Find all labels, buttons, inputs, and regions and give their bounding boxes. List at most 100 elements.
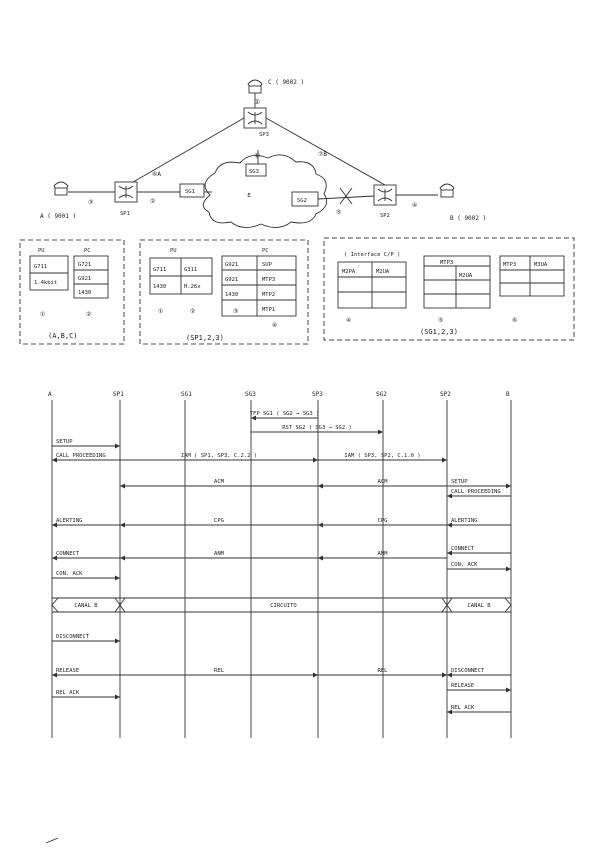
message-arrow: SETUP <box>52 439 120 449</box>
message-label: CPG <box>378 518 388 524</box>
lifeline-header-sg1: SG1 <box>181 391 192 398</box>
message-label: CON. ACK <box>56 571 83 577</box>
switch-sp1-icon <box>114 181 138 203</box>
node-label-b: B ( 9002 ) <box>450 215 486 222</box>
svg-text:④: ④ <box>346 317 351 324</box>
message-arrow: ACM <box>120 479 318 489</box>
svg-text:MTP3: MTP3 <box>262 277 275 283</box>
svg-text:G721: G721 <box>78 262 91 268</box>
message-label: ACM <box>214 479 225 485</box>
svg-text:G711: G711 <box>153 267 166 273</box>
svg-text:1430: 1430 <box>78 290 91 296</box>
message-arrow: RELEASE <box>52 668 120 678</box>
message-arrow: TFP SG1 ( SG2 → SG3 ) <box>250 411 320 421</box>
lifeline-header-sp2: SP2 <box>440 391 451 398</box>
message-label: DISCONNECT <box>56 634 90 640</box>
switch-sp3-icon <box>243 107 267 129</box>
message-label: SETUP <box>56 439 73 445</box>
switch-sp2-icon <box>373 184 397 206</box>
svg-text:ε: ε <box>247 191 251 199</box>
svg-text:MTP3: MTP3 <box>503 262 516 268</box>
svg-text:④: ④ <box>272 322 277 329</box>
message-label: REL <box>378 668 389 674</box>
message-label: TFP SG1 ( SG2 → SG3 ) <box>250 411 320 417</box>
lifeline-header-sp1: SP1 <box>113 391 124 398</box>
message-arrow: DISCONNECT <box>447 668 511 678</box>
message-arrow: CALL PROCEEDING <box>52 453 120 463</box>
message-label: RST SG2 ( SG3 → SG2 ) <box>282 425 352 431</box>
group-label-gateways: (SG1,2,3) <box>420 328 458 336</box>
message-arrow: SETUP <box>447 479 511 489</box>
network-diagram: C ( 9002 ) ① SP3 ⑥A ⑦B ⑧ ε SG3 SG1 SG2 <box>40 79 486 228</box>
message-arrow: RST SG2 ( SG3 → SG2 ) <box>251 425 383 435</box>
svg-text:PU: PU <box>170 248 177 254</box>
group-label-switches: (SP1,2,3) <box>186 334 224 342</box>
node-label-sg1: SG1 <box>185 189 195 195</box>
message-label: CALL PROCEEDING <box>451 489 501 495</box>
link-label-1: ① <box>254 98 260 106</box>
phone-a-icon <box>53 181 69 196</box>
phone-c-icon <box>247 79 263 94</box>
svg-text:MTP2: MTP2 <box>262 292 275 298</box>
svg-text:⑤: ⑤ <box>438 317 443 324</box>
svg-text:M2UA: M2UA <box>459 273 473 279</box>
message-arrow: CPG <box>120 518 318 528</box>
link-label-5: ⑤ <box>336 209 341 216</box>
message-arrow: CON. ACK <box>447 562 511 572</box>
message-label: SETUP <box>451 479 468 485</box>
message-arrow: CALL PROCEEDING <box>447 489 511 499</box>
link-label-6a: ⑥A <box>152 171 161 178</box>
message-label: RELEASE <box>56 668 79 674</box>
link-label-4: ④ <box>412 202 417 209</box>
svg-text:G711: G711 <box>34 264 47 270</box>
link-label-sp1-sg1: ② <box>150 198 155 205</box>
message-label: DISCONNECT <box>451 668 485 674</box>
message-arrow: REL ACK <box>447 705 511 715</box>
message-label: CON. ACK <box>451 562 478 568</box>
message-label: REL ACK <box>56 690 80 696</box>
link-label-a-sp1: ③ <box>88 199 93 206</box>
message-arrow: ANM <box>120 551 318 561</box>
svg-text:M3UA: M3UA <box>534 262 548 268</box>
lifeline-header-sg3: SG3 <box>245 391 256 398</box>
message-arrow: RELEASE <box>447 683 511 693</box>
group-terminals: PU PC G711 1.4kbit G721 G921 1430 ① ② (A… <box>19 239 125 345</box>
network-cloud <box>202 154 328 228</box>
message-arrow: IAM ( SP1, SP3, C.2.2 ) <box>120 453 318 463</box>
message-arrow: ALERTING <box>52 518 120 528</box>
sequence-diagram: A SP1 SG1 SG3 SP3 SG2 SP2 B TFP SG1 ( SG… <box>48 391 512 738</box>
svg-text:G921: G921 <box>225 262 238 268</box>
message-label: ANM <box>378 551 389 557</box>
link-label-8: ⑧ <box>254 152 260 160</box>
node-label-sp2: SP2 <box>380 213 390 219</box>
message-label: CONNECT <box>451 546 475 552</box>
group-label-terminals: (A,B,C) <box>48 332 78 340</box>
message-label: CONNECT <box>56 551 80 557</box>
message-arrow: IAM ( SP3, SP2, C.1.0 ) <box>318 453 447 463</box>
message-arrow: ACM <box>318 479 447 489</box>
svg-text:PC: PC <box>84 248 91 254</box>
svg-text:H.26x: H.26x <box>184 284 201 290</box>
phone-b-icon <box>439 183 455 198</box>
message-arrow: CPG <box>318 518 447 528</box>
svg-text:①: ① <box>40 311 45 318</box>
node-label-sp1: SP1 <box>120 211 130 217</box>
message-arrow: REL <box>120 668 318 678</box>
node-sg1-box <box>179 183 205 198</box>
node-sg3-box <box>245 163 267 177</box>
circuit-label: CANAL B <box>467 603 491 609</box>
message-label: REL ACK <box>451 705 475 711</box>
message-label: IAM ( SP1, SP3, C.2.2 ) <box>181 453 257 459</box>
message-label: ANM <box>214 551 225 557</box>
svg-text:1430: 1430 <box>225 292 238 298</box>
node-label-sg3: SG3 <box>249 169 259 175</box>
circuit-label: CANAL B <box>74 603 98 609</box>
link-label-7b: ⑦B <box>318 151 327 158</box>
lifeline-header-a: A <box>48 391 52 398</box>
node-label-a: A ( 9001 ) <box>40 213 76 220</box>
svg-text:②: ② <box>86 311 91 318</box>
message-label: RELEASE <box>451 683 474 689</box>
message-arrow: REL <box>318 668 447 678</box>
node-label-sg2: SG2 <box>297 198 307 204</box>
